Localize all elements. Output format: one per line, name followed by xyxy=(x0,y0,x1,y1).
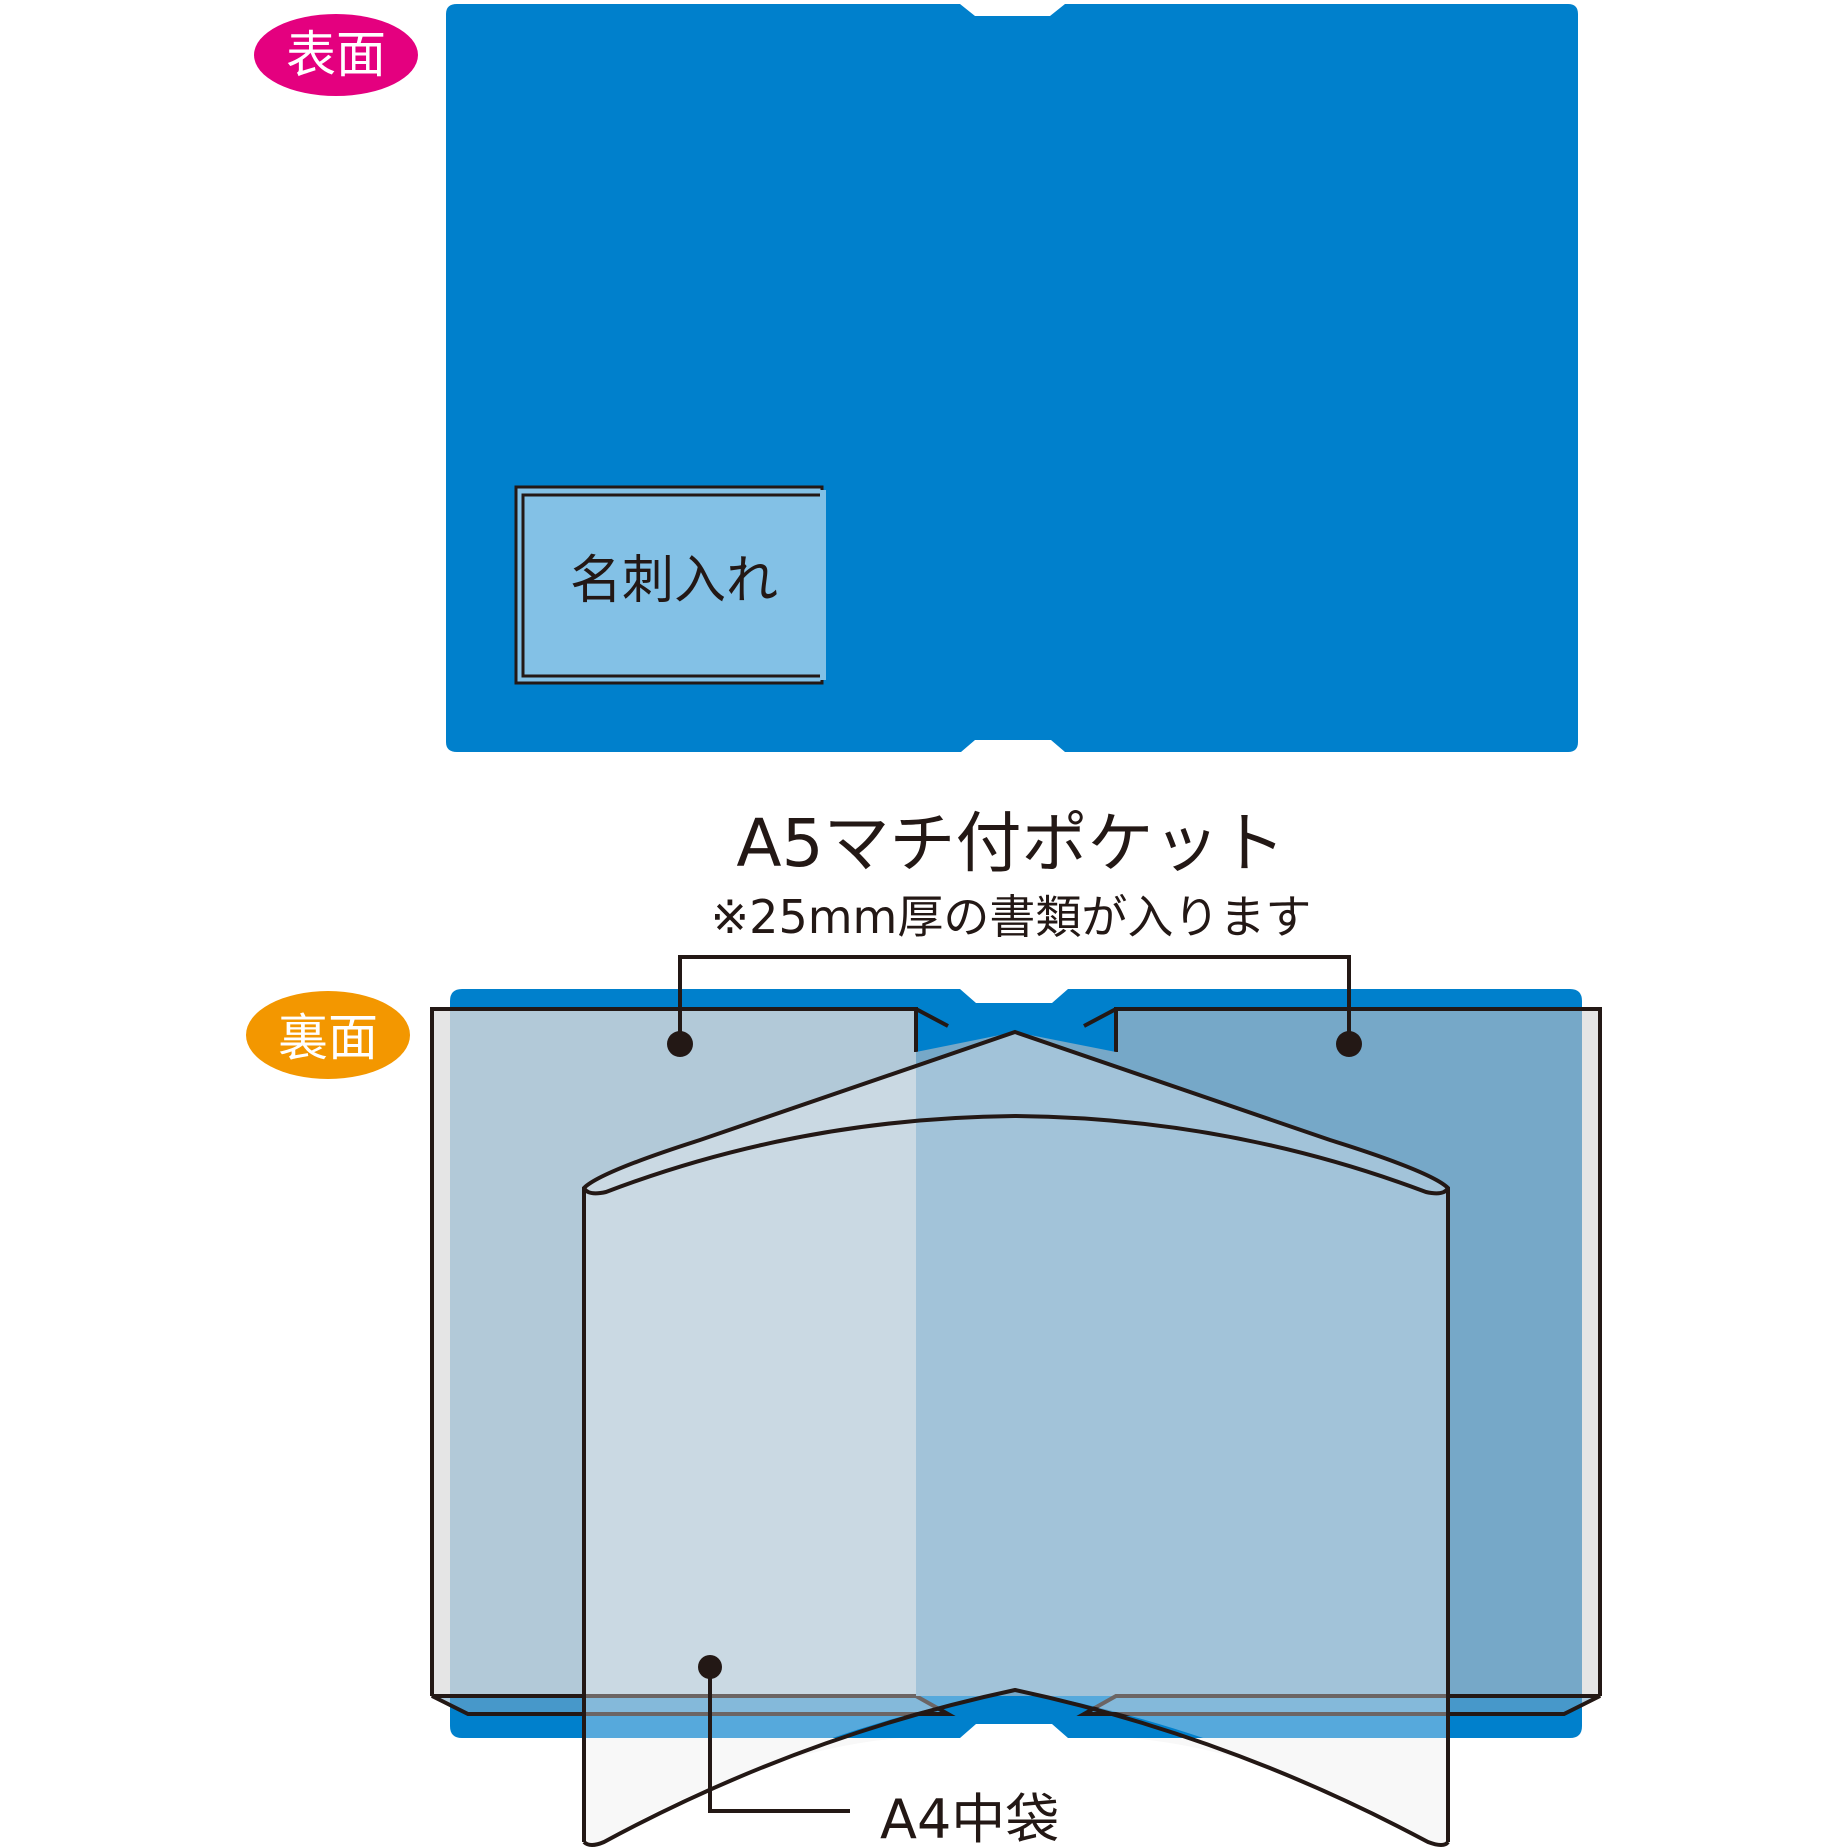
a5-pocket-leader xyxy=(667,955,1362,1057)
a4-bag-opening xyxy=(582,1113,1450,1196)
left-pocket-body xyxy=(450,1009,916,1696)
back-badge: 裏面 xyxy=(246,991,410,1079)
a4-bag-outline xyxy=(582,1029,1450,1842)
left-pocket-edge xyxy=(432,1009,450,1696)
a4-bag-body xyxy=(584,1032,1448,1845)
card-pocket-outer xyxy=(514,485,824,685)
left-a5-pocket xyxy=(430,1007,956,1716)
a5-leader-dot-right xyxy=(1336,1031,1362,1057)
a5-leader-dot-left xyxy=(667,1031,693,1057)
left-pocket-gusset-bottom xyxy=(431,1694,956,1716)
a5-pocket-callout: A5マチ付ポケット ※25mm厚の書類が入ります xyxy=(711,805,1312,944)
back-badge-ellipse xyxy=(246,991,410,1079)
a4-inner-bag xyxy=(582,1029,1450,1847)
front-badge-label: 表面 xyxy=(286,26,386,84)
spine-area xyxy=(916,1052,1116,1696)
a4-bag-bottom-curve xyxy=(582,1687,1450,1847)
a5-leader-line xyxy=(678,955,1351,1044)
right-pocket-gusset-bottom xyxy=(1076,1694,1601,1716)
card-pocket-open-side xyxy=(820,490,826,680)
card-pocket-inner-edge xyxy=(521,493,822,678)
card-pocket-label: 名刺入れ xyxy=(570,551,778,611)
back-badge-label: 裏面 xyxy=(278,1009,378,1067)
right-pocket-gusset-top xyxy=(1083,1007,1117,1028)
right-a5-pocket xyxy=(1076,1007,1602,1716)
front-badge-ellipse xyxy=(254,14,418,96)
front-badge: 表面 xyxy=(254,14,418,96)
right-pocket-body xyxy=(1116,1009,1582,1696)
a4-leader-line xyxy=(708,1667,850,1813)
a4-bag-leader: A4中袋 xyxy=(698,1655,1059,1848)
a5-pocket-note: ※25mm厚の書類が入ります xyxy=(711,890,1312,944)
a5-pocket-title: A5マチ付ポケット xyxy=(736,805,1285,882)
a4-bag-label: A4中袋 xyxy=(880,1788,1059,1848)
a4-bag-bottom-right xyxy=(1130,1738,1448,1845)
right-pocket-edge xyxy=(1582,1009,1600,1696)
a4-bag-bottom-left xyxy=(584,1738,900,1845)
business-card-pocket: 名刺入れ xyxy=(514,485,826,685)
left-pocket-gusset-top xyxy=(915,1007,949,1028)
front-view: 表面 名刺入れ xyxy=(254,4,1578,752)
back-view: 裏面 xyxy=(246,955,1602,1848)
left-pocket-outline xyxy=(430,1007,918,1696)
right-pocket-outline xyxy=(1114,1007,1602,1696)
